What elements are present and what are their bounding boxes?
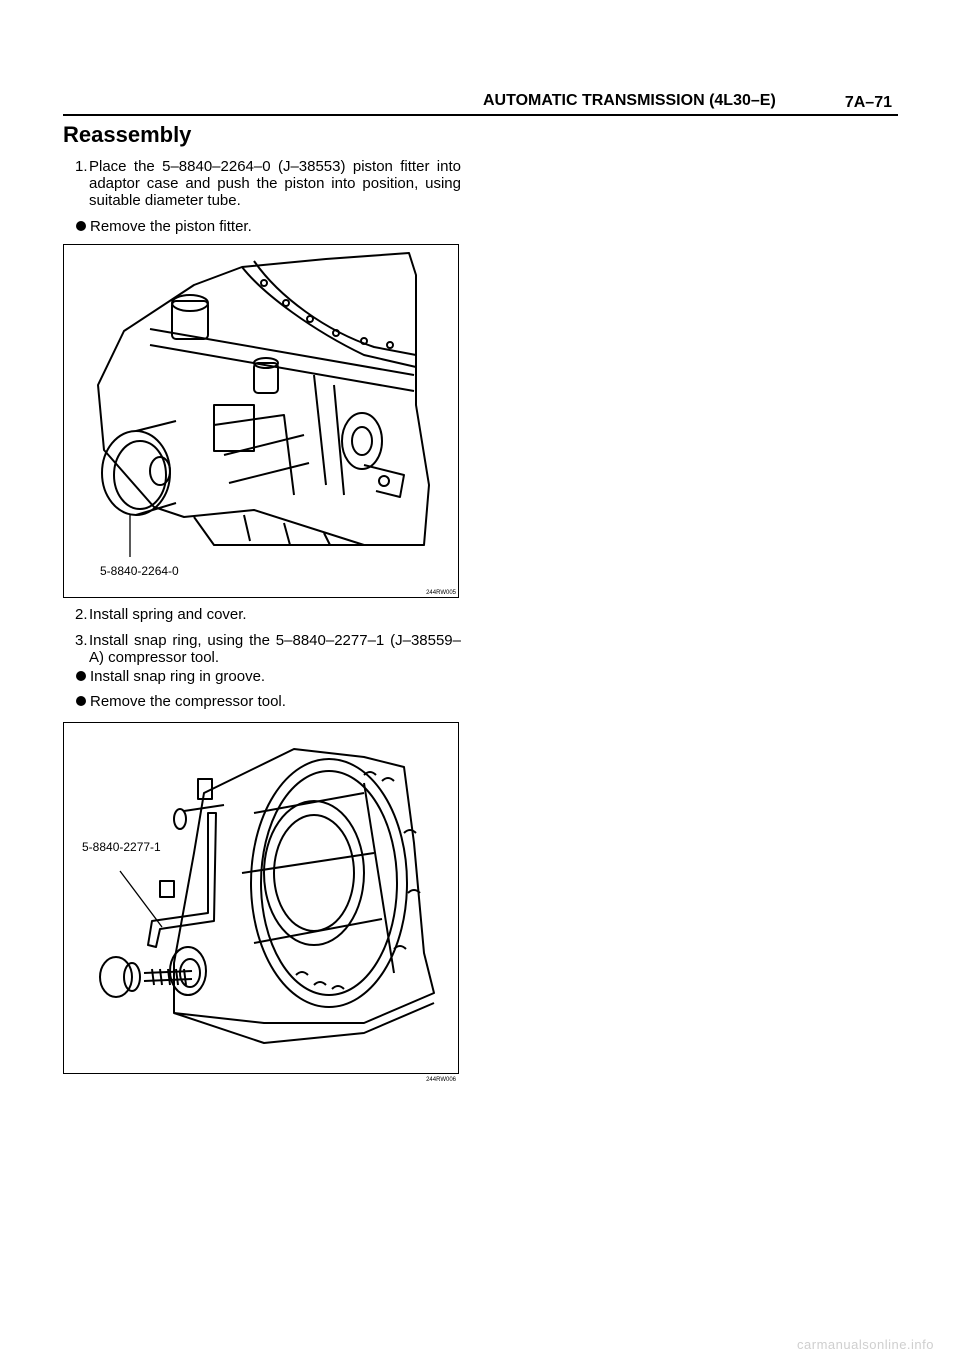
section-title: AUTOMATIC TRANSMISSION (4L30–E) [483, 92, 776, 109]
figure-compressor-tool: 5-8840-2277-1 244RW006 [63, 722, 459, 1083]
bullet-item: Install snap ring in groove. [76, 668, 265, 685]
bullet-text: Remove the compressor tool. [90, 693, 286, 710]
bullet-item: Remove the piston fitter. [76, 218, 252, 235]
step-text: Place the 5–8840–2264–0 (J–38553) piston… [89, 158, 461, 209]
step-text: Install snap ring, using the 5–8840–2277… [89, 632, 461, 666]
step-text: Install spring and cover. [89, 606, 247, 623]
step-number: 2. [75, 606, 88, 623]
figure-tool-label: 5-8840-2277-1 [82, 840, 161, 854]
step-number: 1. [75, 158, 88, 175]
transmission-case-illustration: 5-8840-2264-0 [97, 252, 430, 578]
page-header: AUTOMATIC TRANSMISSION (4L30–E) 7A–71 [63, 88, 898, 116]
bullet-item: Remove the compressor tool. [76, 693, 286, 710]
step-1: 1. Place the 5–8840–2264–0 (J–38553) pis… [75, 158, 461, 209]
step-number: 3. [75, 632, 88, 649]
bullet-icon [76, 696, 86, 707]
bullet-icon [76, 221, 86, 232]
transmission-bell-illustration: 5-8840-2277-1 [82, 748, 435, 1044]
figure-tool-label: 5-8840-2264-0 [100, 564, 179, 578]
page-number: 7A–71 [844, 94, 892, 111]
figure-piston-fitter: 5-8840-2264-0 244RW005 [63, 244, 459, 598]
figure-code: 244RW006 [426, 1077, 456, 1083]
watermark: carmanualsonline.info [797, 1337, 934, 1352]
bullet-text: Install snap ring in groove. [90, 668, 266, 685]
page-title: Reassembly [63, 122, 192, 147]
step-3: 3. Install snap ring, using the 5–8840–2… [75, 632, 461, 666]
bullet-text: Remove the piston fitter. [90, 218, 252, 235]
header-rule [63, 114, 898, 116]
figure-code: 244RW005 [426, 590, 456, 596]
bullet-icon [76, 671, 86, 682]
step-2: 2. Install spring and cover. [75, 606, 461, 623]
